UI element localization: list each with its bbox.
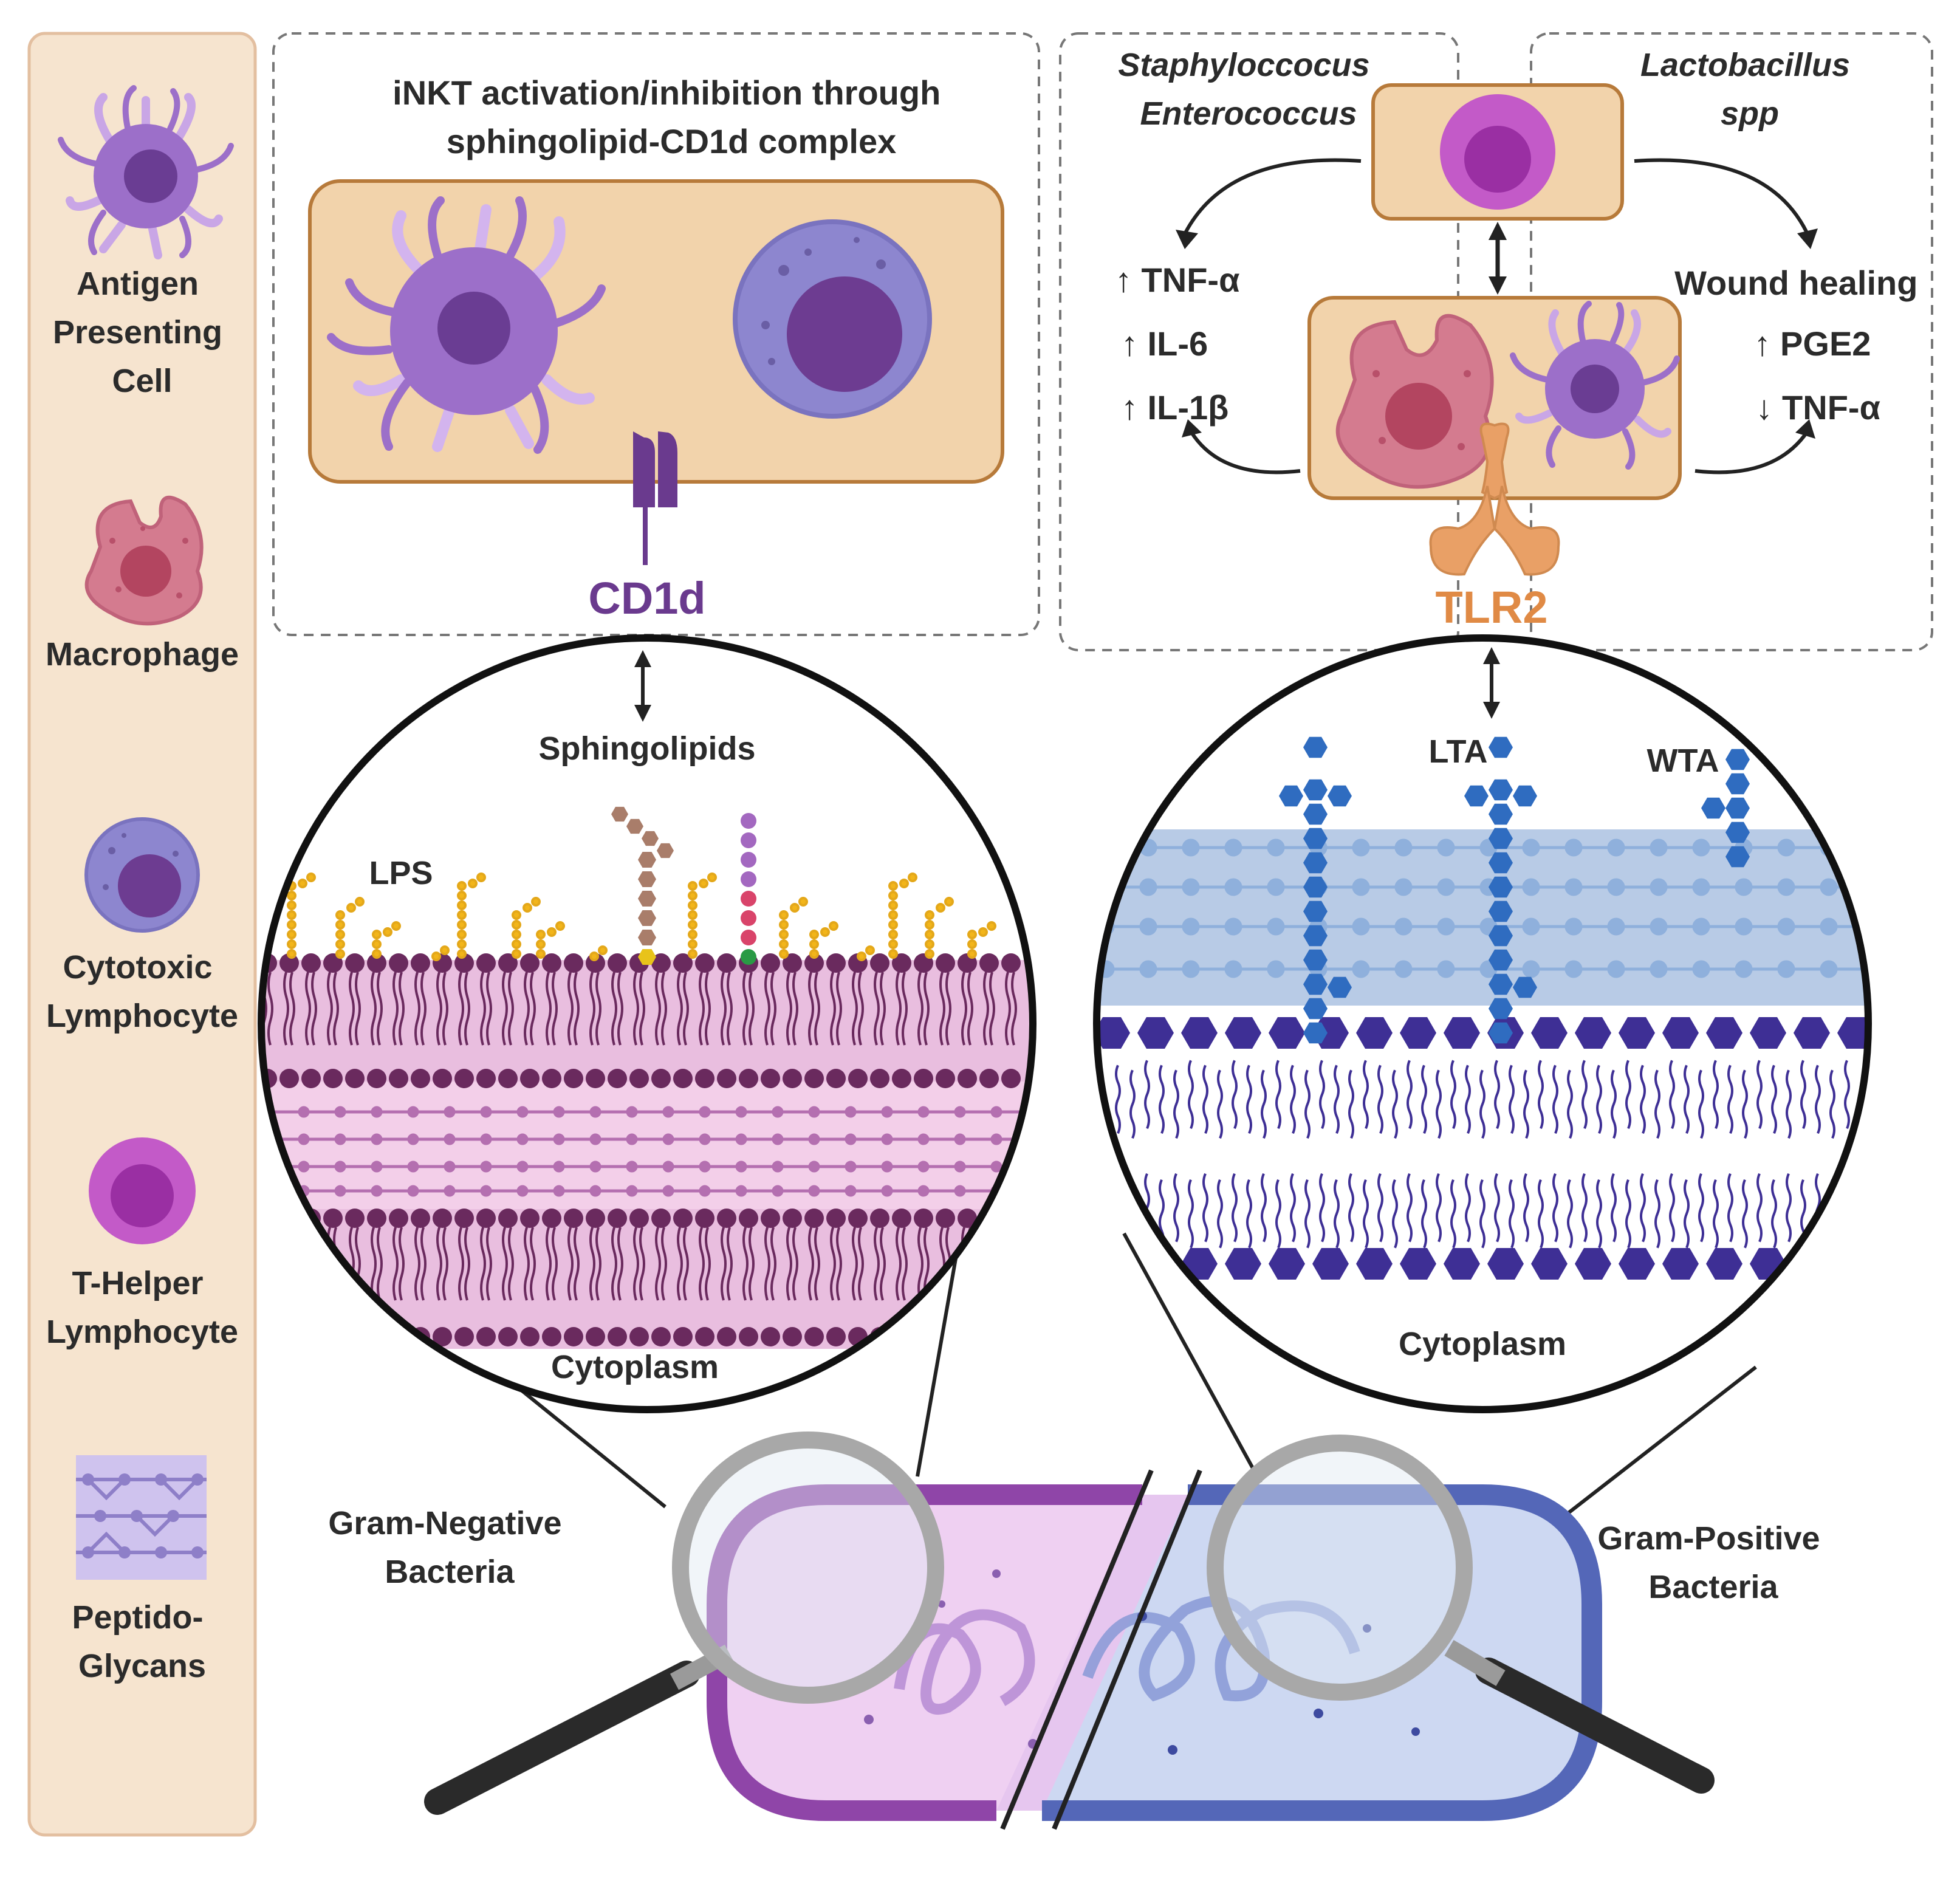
macrophage-icon xyxy=(84,495,204,626)
inkt-panel: iNKT activation/inhibition through sphin… xyxy=(272,32,1040,636)
tlr2-link-arrow xyxy=(1483,647,1500,719)
legend-label-apc: Antigen Presenting Cell xyxy=(53,266,231,399)
cd1d-receptor xyxy=(633,431,677,565)
gram-negative-membrane-zoom: Sphingolipids LPS Cytoplasm xyxy=(258,634,1037,1413)
tlr2-label: TLR2 xyxy=(1436,582,1548,633)
tlr2-receptor xyxy=(1429,422,1560,576)
cd1d-link-arrow xyxy=(634,650,651,722)
legend-label-cytotoxic: Cytotoxic Lymphocyte xyxy=(46,949,238,1034)
panel-link-arrow xyxy=(1489,222,1507,295)
tlr-apc-cell xyxy=(1510,301,1680,470)
left-species-label: Staphyloccocus Enterococcus xyxy=(1118,47,1379,132)
magnifier-left-icon xyxy=(424,1432,944,1815)
lps-label: LPS xyxy=(369,855,433,891)
inkt-cytotoxic-cell xyxy=(733,219,932,419)
cd1d-label: CD1d xyxy=(588,573,705,623)
magnifier-right-icon xyxy=(1207,1435,1715,1794)
left-effects-list: ↑ TNF-α ↑ IL-6 ↑ IL-1β xyxy=(1115,261,1249,427)
tlr-macrophage-cell xyxy=(1335,314,1494,489)
gram-positive-cytoplasm-label: Cytoplasm xyxy=(1399,1326,1566,1362)
tlr-t-helper-cell xyxy=(1440,94,1555,210)
inkt-title: iNKT activation/inhibition through sphin… xyxy=(392,74,950,160)
lta-label: LTA xyxy=(1429,733,1488,770)
peptidoglycan-icon xyxy=(76,1455,207,1580)
gram-negative-label: Gram-Negative Bacteria xyxy=(328,1505,571,1590)
legend-label-t-helper: T-Helper Lymphocyte xyxy=(46,1265,238,1350)
right-effects-list: Wound healing ↑ PGE2 ↓ TNF-α xyxy=(1674,264,1927,427)
cytotoxic-lymphocyte-icon xyxy=(84,817,200,933)
gram-positive-membrane-zoom: LTA WTA Cytoplasm xyxy=(1093,634,1872,1413)
arrow-heads xyxy=(1176,228,1818,439)
right-species-label: Lactobacillus spp xyxy=(1640,47,1859,132)
wta-label: WTA xyxy=(1647,742,1719,779)
bacterium-illustration: Gram-Negative Bacteria Gram-Positive Bac… xyxy=(328,1432,1829,1830)
gram-negative-cytoplasm-label: Cytoplasm xyxy=(551,1349,719,1385)
legend-sidebar: Antigen Presenting Cell Macrophage Cytot… xyxy=(27,32,257,1837)
inkt-apc-cell xyxy=(327,196,606,454)
legend-label-peptidoglycan: Peptido- Glycans xyxy=(72,1599,213,1684)
antigen-presenting-cell-icon xyxy=(58,85,234,259)
gram-positive-label: Gram-Positive Bacteria xyxy=(1597,1520,1829,1605)
tlr2-panel: Staphyloccocus Enterococcus Lactobacillu… xyxy=(1059,32,1933,651)
t-helper-lymphocyte-icon xyxy=(89,1137,196,1244)
pathway-arrows xyxy=(1183,158,1809,475)
legend-label-macrophage: Macrophage xyxy=(46,636,239,673)
sphingolipids-label: Sphingolipids xyxy=(539,730,756,767)
